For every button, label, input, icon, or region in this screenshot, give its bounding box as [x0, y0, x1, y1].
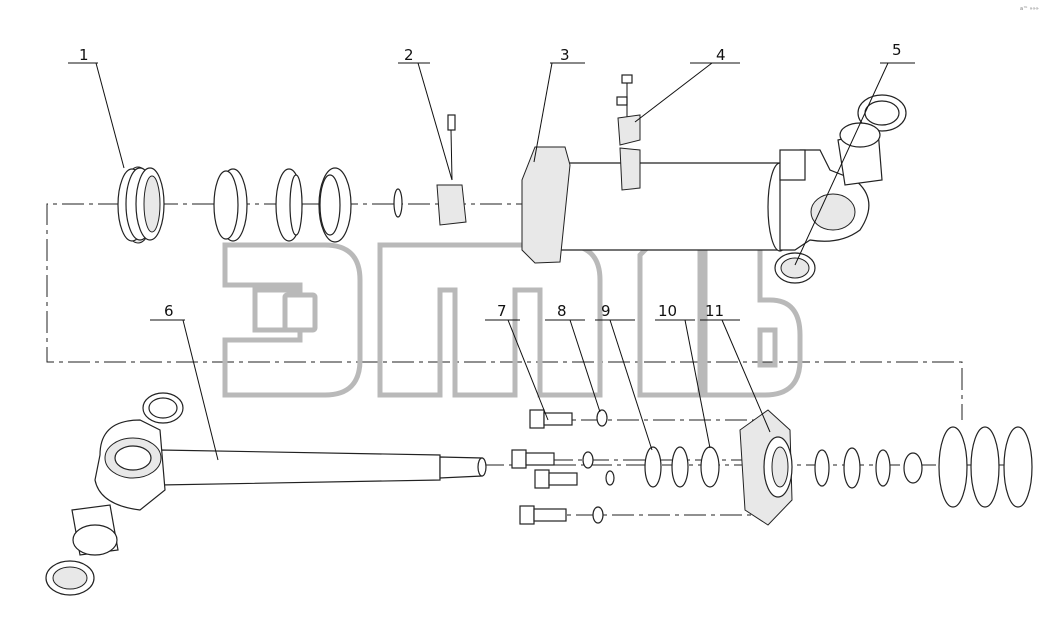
callout-3: 3	[560, 46, 570, 64]
part-2-grease-nipple	[393, 114, 467, 226]
piston-rings	[213, 167, 352, 243]
callout-11: 11	[705, 302, 724, 320]
part-8-washer	[582, 409, 615, 524]
part-1-piston-seal-pack	[117, 166, 165, 244]
part-9-seal-ring	[644, 446, 689, 488]
part-5-eye-bushing	[774, 94, 907, 284]
callout-2: 2	[404, 46, 414, 64]
callout-7: 7	[497, 302, 507, 320]
part-7-bolt	[511, 409, 578, 525]
part-3-cylinder-barrel	[521, 146, 870, 264]
callout-4: 4	[716, 46, 726, 64]
part-11-gland-flange	[739, 409, 793, 526]
callout-8: 8	[557, 302, 567, 320]
callout-labels: 1 2 3 4 5 6 7 8 9 10 11	[79, 41, 902, 320]
callout-9: 9	[601, 302, 611, 320]
corner-mark: а™ »»»	[1020, 6, 1039, 12]
rod-seal-rings	[814, 426, 1033, 508]
part-4-clamp-bracket	[616, 74, 641, 146]
callout-10: 10	[658, 302, 677, 320]
callout-1: 1	[79, 46, 89, 64]
callout-leaders	[68, 62, 915, 461]
part-6-piston-rod	[45, 392, 487, 596]
callout-6: 6	[164, 302, 174, 320]
callout-5: 5	[892, 41, 902, 59]
part-10-seal-ring	[700, 446, 720, 488]
